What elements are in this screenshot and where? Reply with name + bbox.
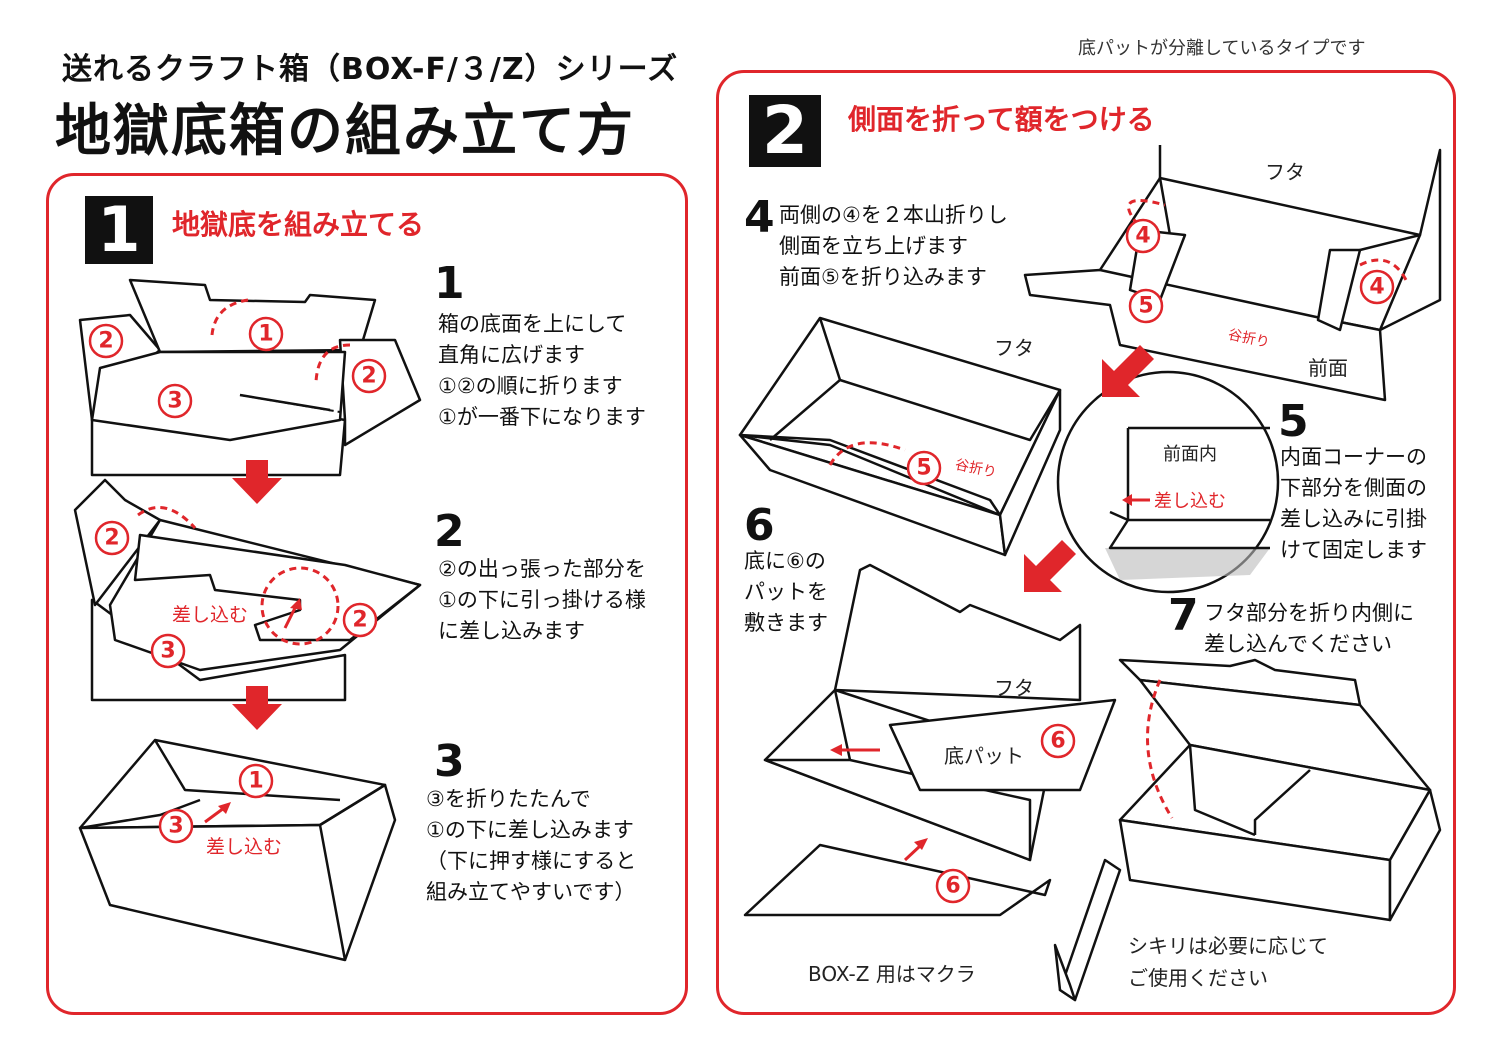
svg-text:3: 3 (160, 639, 175, 664)
svg-text:1: 1 (248, 769, 263, 794)
circle-2-a: 2 (88, 323, 124, 359)
svg-text:6: 6 (1050, 729, 1065, 754)
series-title: 送れるクラフト箱（BOX-F/３/Z）シリーズ (62, 52, 679, 87)
circle-2-d: 2 (342, 602, 378, 638)
svg-text:2: 2 (104, 526, 119, 551)
step-7-text: フタ部分を折り内側に 差し込んでください (1204, 601, 1414, 656)
section-1-badge: 1 (85, 196, 153, 264)
circle-4-b: 4 (1359, 269, 1395, 305)
step-7-number: 7 (1168, 590, 1199, 641)
step-5-number: 5 (1278, 396, 1309, 447)
circle-1-a: 1 (248, 316, 284, 352)
insert-label-step-2: 差し込む (172, 604, 249, 626)
arrow-down-1 (232, 460, 282, 504)
svg-text:3: 3 (168, 814, 183, 839)
svg-text:2: 2 (98, 329, 113, 354)
insert-label-step-3: 差し込む (206, 836, 283, 858)
svg-text:4: 4 (1135, 224, 1150, 249)
step-3-number: 3 (434, 736, 465, 787)
section-2-title: 側面を折って額をつける (848, 103, 1155, 136)
svg-text:2: 2 (361, 364, 376, 389)
circle-6-b: 6 (935, 868, 971, 904)
arrow-diag-1 (1102, 345, 1154, 397)
bottom-pad-label: 底パット (944, 744, 1024, 768)
lid-label-step-5: フタ (994, 336, 1034, 360)
step-6-text: 底に⑥の パットを 敷きます (744, 549, 828, 635)
lid-label-step-6: フタ (994, 676, 1034, 700)
step-1-number: 1 (434, 258, 465, 309)
page-title: 地獄底箱の組み立て方 (55, 99, 635, 164)
step-3-text: ③を折りたたんで ①の下に差し込みます （下に押す様にすると 組み立てやすいです… (426, 787, 637, 904)
svg-text:6: 6 (945, 874, 960, 899)
svg-text:4: 4 (1369, 275, 1384, 300)
lid-label-step-4: フタ (1265, 160, 1305, 184)
circle-2-b: 2 (351, 358, 387, 394)
divider-label: シキリは必要に応じて ご使用ください (1128, 934, 1328, 990)
arrow-diag-2 (1024, 540, 1076, 592)
step-1-text: 箱の底面を上にして 直角に広げます ①②の順に折ります ①が一番下になります (438, 312, 646, 429)
circle-2-c: 2 (94, 520, 130, 556)
arrow-down-2 (232, 686, 282, 730)
step-6-number: 6 (744, 500, 775, 551)
svg-text:1: 1 (258, 322, 273, 347)
svg-text:5: 5 (1138, 294, 1153, 319)
circle-5-a: 5 (1128, 288, 1164, 324)
front-inner-label: 前面内 (1163, 444, 1217, 465)
circle-4-a: 4 (1125, 218, 1161, 254)
circle-3-a: 3 (157, 383, 193, 419)
type-note: 底パットが分離しているタイプです (1078, 38, 1366, 59)
circle-6-a: 6 (1040, 723, 1076, 759)
step-2-text: ②の出っ張った部分を ①の下に引っ掛ける様 に差し込みます (438, 557, 646, 643)
step-4-text: 両側の④を２本山折りし 側面を立ち上げます 前面⑤を折り込みます (779, 203, 1008, 289)
circle-3-c: 3 (158, 808, 194, 844)
step-2-number: 2 (434, 506, 465, 557)
svg-text:3: 3 (167, 389, 182, 414)
front-label: 前面 (1308, 356, 1348, 380)
insert-label-step-5: 差し込む (1154, 491, 1226, 512)
circle-5-b: 5 (906, 450, 942, 486)
step-4-number: 4 (744, 192, 775, 243)
section-1-title: 地獄底を組み立てる (172, 208, 425, 241)
svg-text:2: 2 (352, 608, 367, 633)
section-2-badge: 2 (749, 95, 821, 167)
circle-1-b: 1 (238, 763, 274, 799)
pillow-label: BOX-Z 用はマクラ (808, 962, 976, 986)
svg-text:5: 5 (916, 456, 931, 481)
step-5-text: 内面コーナーの 下部分を側面の 差し込みに引掛 けて固定します (1280, 445, 1427, 562)
circle-3-b: 3 (150, 633, 186, 669)
